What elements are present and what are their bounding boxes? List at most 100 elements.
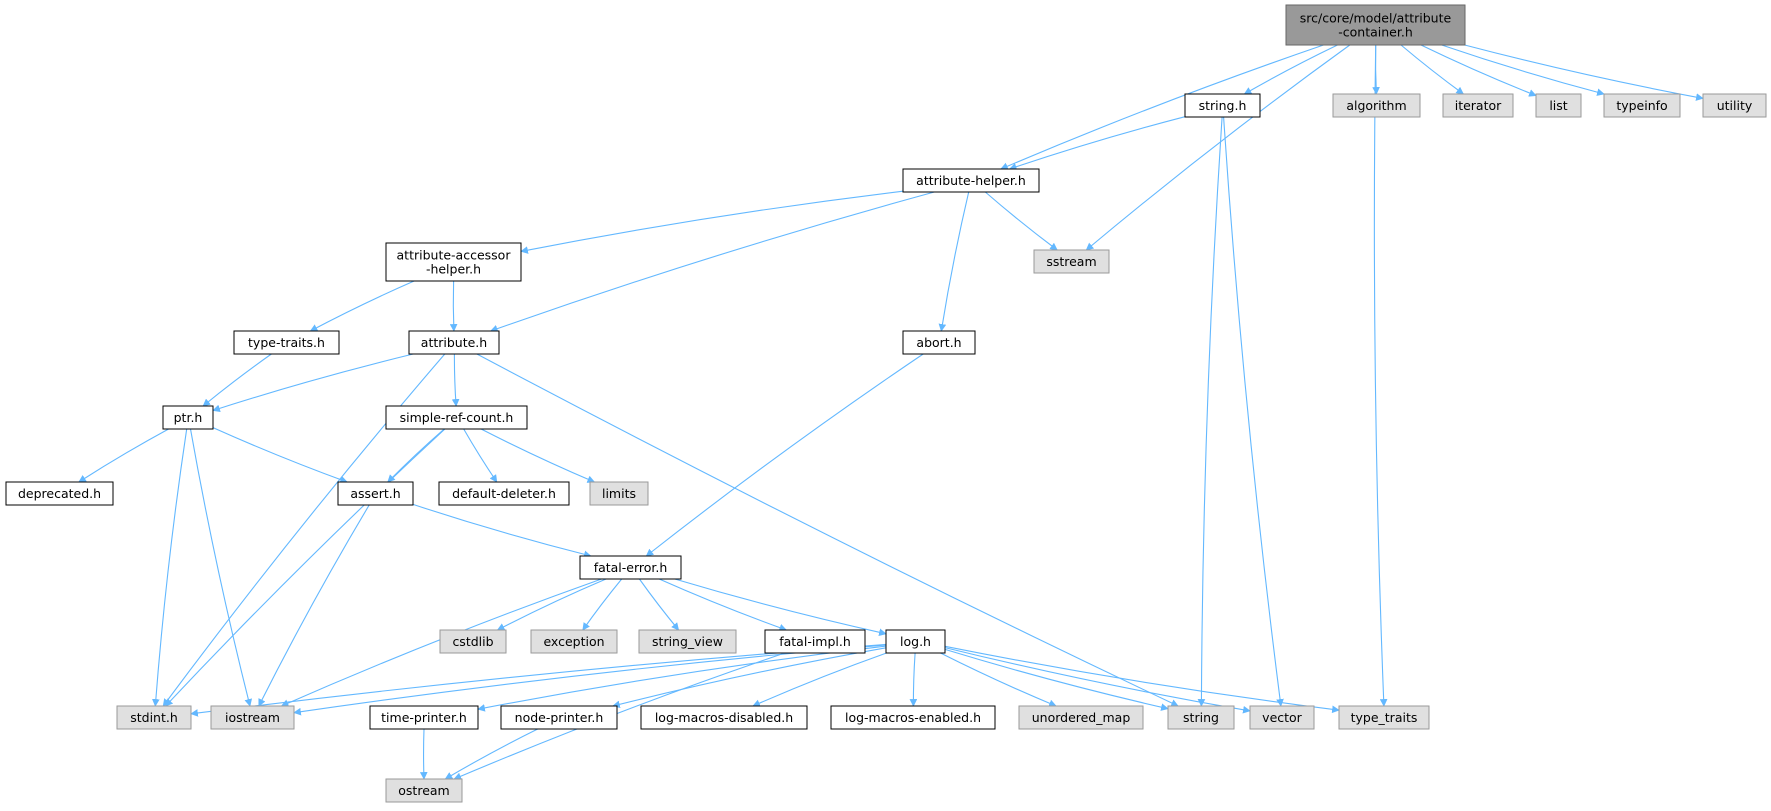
- edge-attribute-accessor-helper-to-attribute-h: [449, 280, 458, 332]
- node-attribute-h[interactable]: attribute.h: [408, 330, 500, 355]
- node-label: vector: [1262, 710, 1303, 725]
- node-attribute-accessor-helper[interactable]: attribute-accessor-helper.h: [385, 242, 522, 282]
- node-assert-h[interactable]: assert.h: [337, 481, 414, 506]
- edge-attribute-h-to-simple-ref-count: [451, 353, 460, 407]
- edge-log-h-to-log-macros-disabled: [752, 652, 887, 707]
- edge-fatal-error-to-cstdlib: [496, 578, 607, 631]
- edge-log-h-to-string: [944, 648, 1169, 711]
- edge-log-h-to-time-printer: [477, 645, 887, 712]
- node-box: [5, 481, 114, 506]
- node-label: -container.h: [1338, 25, 1413, 40]
- node-box: [438, 481, 570, 506]
- node-utility: utility: [1702, 93, 1767, 118]
- node-label: deprecated.h: [18, 486, 101, 501]
- node-label: simple-ref-count.h: [400, 410, 514, 425]
- edge-attribute-helper-to-attribute-accessor-helper: [520, 190, 904, 254]
- node-fatal-impl[interactable]: fatal-impl.h: [764, 629, 866, 654]
- node-box: [116, 705, 192, 730]
- node-label: node-printer.h: [515, 710, 604, 725]
- node-label: fatal-error.h: [594, 560, 668, 575]
- edge-fatal-error-to-string_view: [638, 578, 680, 631]
- node-label: list: [1549, 98, 1567, 113]
- node-label: cstdlib: [452, 634, 493, 649]
- node-label: log-macros-enabled.h: [845, 710, 981, 725]
- node-sstream: sstream: [1033, 249, 1110, 274]
- node-label: string.h: [1199, 98, 1247, 113]
- edge-attribute-container-to-typeinfo: [1441, 44, 1605, 96]
- node-box: [1285, 4, 1466, 46]
- edge-simple-ref-count-to-default-deleter: [463, 428, 498, 483]
- edge-ptr-h-to-stdint-h: [151, 428, 188, 707]
- node-fatal-error[interactable]: fatal-error.h: [579, 555, 682, 580]
- node-abort-h[interactable]: abort.h: [902, 330, 976, 355]
- edge-node-printer-to-ostream: [444, 728, 538, 780]
- node-string_view: string_view: [638, 629, 737, 654]
- edge-log-h-to-type_traits: [944, 645, 1340, 714]
- edge-attribute-helper-to-sstream: [984, 191, 1058, 251]
- node-label: assert.h: [350, 486, 400, 501]
- edge-string-h-to-vector: [1223, 116, 1284, 707]
- edge-log-h-to-log-macros-enabled: [909, 652, 918, 707]
- node-iterator: iterator: [1442, 93, 1514, 118]
- node-box: [885, 629, 946, 654]
- node-label: iterator: [1455, 98, 1502, 113]
- edge-assert-h-to-fatal-error: [412, 503, 592, 559]
- node-algorithm: algorithm: [1332, 93, 1421, 118]
- node-log-macros-enabled[interactable]: log-macros-enabled.h: [830, 705, 996, 730]
- node-box: [385, 242, 522, 282]
- node-deprecated-h[interactable]: deprecated.h: [5, 481, 114, 506]
- node-label: unordered_map: [1032, 710, 1131, 725]
- node-log-h[interactable]: log.h: [885, 629, 946, 654]
- edge-attribute-container-to-algorithm: [1372, 44, 1380, 95]
- node-log-macros-disabled[interactable]: log-macros-disabled.h: [640, 705, 808, 730]
- node-ptr-h[interactable]: ptr.h: [162, 405, 214, 430]
- edge-attribute-container-to-list: [1420, 44, 1537, 97]
- node-label: ostream: [398, 783, 449, 798]
- node-box: [1603, 93, 1681, 118]
- edge-fatal-impl-to-ostream: [453, 652, 785, 780]
- edge-string-h-to-string: [1197, 116, 1223, 707]
- node-limits: limits: [589, 481, 649, 506]
- node-label: src/core/model/attribute: [1300, 11, 1452, 26]
- edge-attribute-h-to-stdint-h: [162, 353, 446, 707]
- node-box: [764, 629, 866, 654]
- node-vector: vector: [1249, 705, 1315, 730]
- edge-attribute-container-to-sstream: [1085, 44, 1351, 251]
- node-type-traits-h[interactable]: type-traits.h: [233, 330, 340, 355]
- edge-layer: [78, 44, 1704, 780]
- edge-log-h-to-stdint-h: [190, 643, 887, 717]
- edge-attribute-h-to-ptr-h: [212, 353, 414, 413]
- edge-attribute-helper-to-abort-h: [938, 191, 970, 332]
- node-box: [902, 168, 1040, 193]
- node-box: [385, 778, 463, 803]
- node-label: log.h: [900, 634, 931, 649]
- node-label: algorithm: [1346, 98, 1406, 113]
- node-box: [1184, 93, 1261, 118]
- edge-attribute-accessor-helper-to-type-traits-h: [309, 280, 415, 332]
- node-label: attribute.h: [421, 335, 487, 350]
- node-attribute-helper[interactable]: attribute-helper.h: [902, 168, 1040, 193]
- node-box: [579, 555, 682, 580]
- node-time-printer[interactable]: time-printer.h: [369, 705, 479, 730]
- node-simple-ref-count[interactable]: simple-ref-count.h: [385, 405, 528, 430]
- edge-attribute-container-to-attribute-helper: [1000, 44, 1324, 170]
- node-stdint-h: stdint.h: [116, 705, 192, 730]
- node-default-deleter[interactable]: default-deleter.h: [438, 481, 570, 506]
- node-attribute-container[interactable]: src/core/model/attribute-container.h: [1285, 4, 1466, 46]
- node-string-h[interactable]: string.h: [1184, 93, 1261, 118]
- node-layer: src/core/model/attribute-container.h stri…: [5, 4, 1767, 803]
- node-label: attribute-accessor: [397, 248, 512, 263]
- edge-log-h-to-unordered_map: [940, 652, 1057, 707]
- node-label: -helper.h: [426, 262, 481, 277]
- node-label: attribute-helper.h: [916, 173, 1026, 188]
- node-unordered_map: unordered_map: [1018, 705, 1144, 730]
- node-box: [902, 330, 976, 355]
- node-box: [1167, 705, 1235, 730]
- node-label: limits: [602, 486, 636, 501]
- edge-fatal-error-to-exception: [582, 578, 623, 631]
- node-type_traits: type_traits: [1338, 705, 1430, 730]
- node-exception: exception: [530, 629, 618, 654]
- node-node-printer[interactable]: node-printer.h: [500, 705, 618, 730]
- node-box: [1338, 705, 1430, 730]
- node-label: log-macros-disabled.h: [655, 710, 793, 725]
